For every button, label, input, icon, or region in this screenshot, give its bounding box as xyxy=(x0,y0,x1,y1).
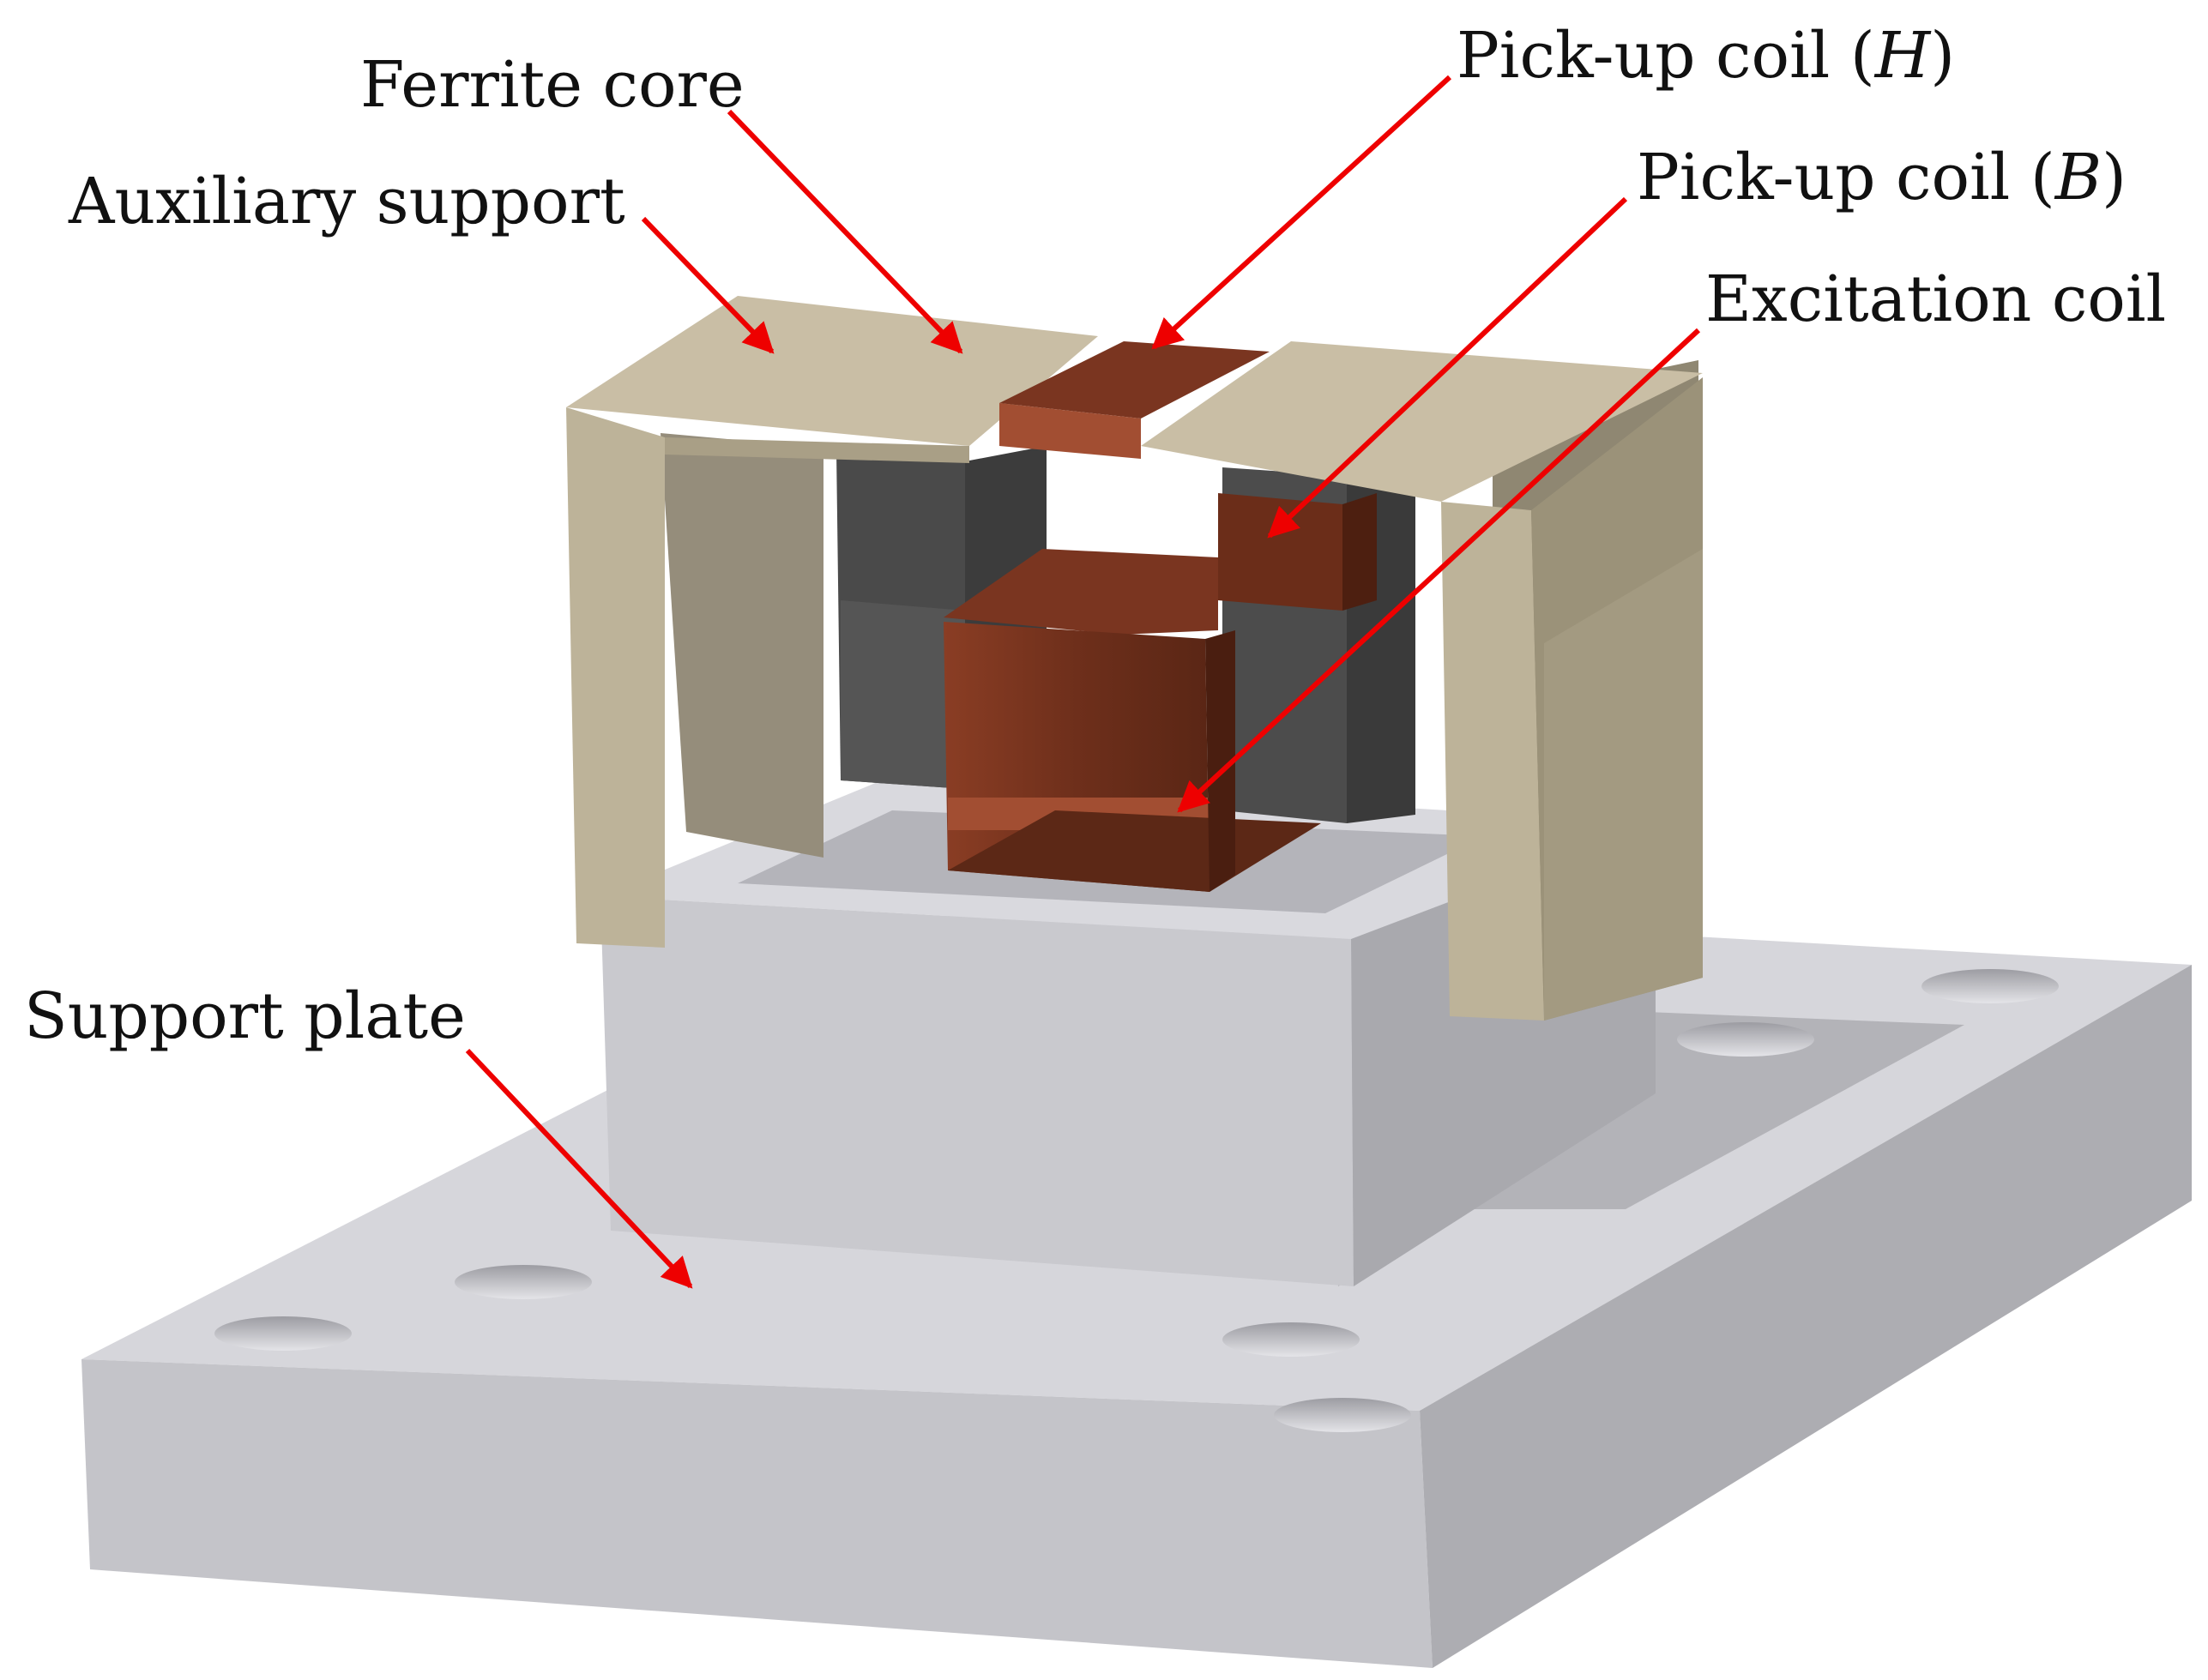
pickup-coil-b-front xyxy=(1218,493,1342,611)
label-ferrite-core: Ferrite core xyxy=(360,48,745,122)
arrow-support-plate xyxy=(465,1048,693,1289)
pickup-coil-b-side xyxy=(1342,493,1377,611)
support-plate-side-face xyxy=(1420,965,2192,1668)
mounting-hole xyxy=(1921,969,2059,1003)
pickup-coil-h xyxy=(999,341,1270,459)
support-plate-front-face xyxy=(81,1359,1433,1668)
pickup-coil-h-top xyxy=(999,341,1270,418)
annotation-arrows xyxy=(465,75,1701,1289)
pickup-coil-b xyxy=(1218,493,1377,611)
label-support-plate: Support plate xyxy=(24,979,466,1053)
arrow-excitation-coil xyxy=(1177,328,1701,813)
mounting-hole xyxy=(1222,1322,1360,1357)
mounting-hole xyxy=(1274,1398,1411,1432)
arrow-pickup-coil-h xyxy=(1151,75,1452,350)
excitation-coil xyxy=(944,549,1321,892)
label-pickup-coil-b-variable: B xyxy=(2054,141,2102,214)
label-pickup-coil-b-suffix: ) xyxy=(2102,141,2127,214)
auxiliary-support xyxy=(566,296,1703,1021)
central-block-front-face xyxy=(600,896,1354,1286)
mounting-hole xyxy=(455,1265,592,1299)
label-pickup-coil-h-suffix: ) xyxy=(1930,19,1956,93)
mounting-hole xyxy=(1677,1022,1814,1057)
arrow-ferrite-core xyxy=(727,109,963,354)
aux-support-left-top-edge xyxy=(665,437,969,463)
excitation-coil-top xyxy=(944,549,1218,635)
aux-support-right-wall-front xyxy=(1441,502,1544,1021)
aux-support-left-top xyxy=(566,296,1098,446)
aux-support-right-top xyxy=(1141,341,1703,502)
arrow-auxiliary-support xyxy=(641,216,775,354)
mounting-hole xyxy=(214,1316,352,1351)
arrow-pickup-coil-b xyxy=(1267,196,1628,539)
label-pickup-coil-b-prefix: Pick-up coil ( xyxy=(1637,141,2055,214)
label-auxiliary-support: Auxiliary support xyxy=(69,165,625,238)
aux-support-inner-wall-left xyxy=(661,433,823,858)
label-pickup-coil-b: Pick-up coil (B) xyxy=(1637,146,2127,209)
label-pickup-coil-h: Pick-up coil (H) xyxy=(1457,24,1955,87)
label-pickup-coil-h-prefix: Pick-up coil ( xyxy=(1457,19,1875,93)
label-pickup-coil-h-variable: H xyxy=(1874,19,1931,93)
aux-support-left-wall xyxy=(566,407,665,948)
pickup-coil-h-front xyxy=(999,403,1141,459)
ferrite-core-left-leg-lower xyxy=(841,600,965,789)
aux-support-right-wall-lower xyxy=(1544,549,1703,1021)
excitation-coil-side xyxy=(1205,630,1235,892)
label-excitation-coil: Excitation coil xyxy=(1705,262,2167,336)
